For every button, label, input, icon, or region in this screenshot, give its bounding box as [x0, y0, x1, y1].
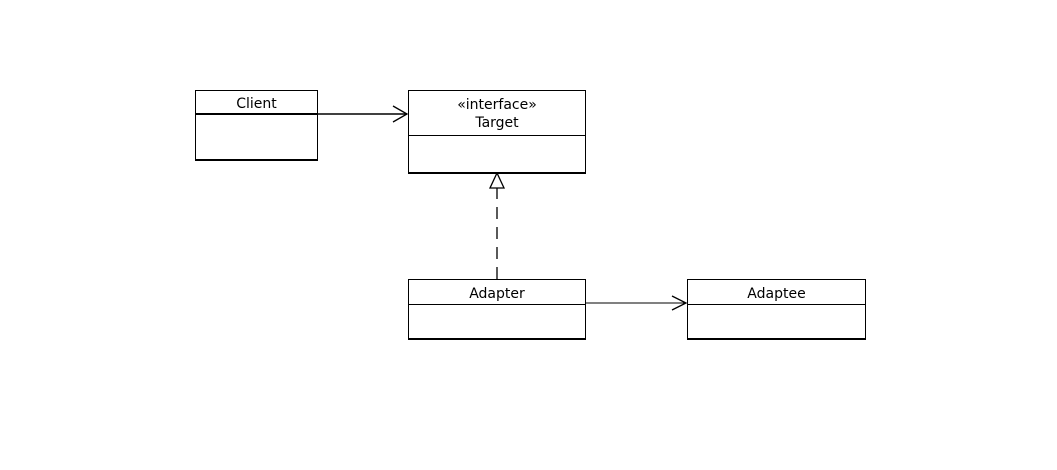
- class-adaptee-name: Adaptee: [747, 286, 806, 302]
- class-target-name: Target: [475, 115, 519, 131]
- class-adaptee: Adaptee: [687, 279, 866, 340]
- open-arrowhead: [671, 295, 688, 311]
- class-target: «interface» Target: [408, 90, 586, 174]
- client-target-association: [318, 105, 409, 123]
- class-adapter-name: Adapter: [469, 286, 525, 302]
- class-adapter: Adapter: [408, 279, 586, 340]
- open-arrowhead: [392, 105, 409, 123]
- class-target-header: «interface» Target: [409, 91, 585, 136]
- class-client-header: Client: [196, 91, 317, 115]
- adapter-target-realization: [488, 171, 506, 279]
- class-target-stereotype: «interface»: [457, 97, 537, 113]
- class-adaptee-header: Adaptee: [688, 280, 865, 305]
- hollow-triangle-arrowhead: [488, 171, 506, 189]
- class-client: Client: [195, 90, 318, 161]
- adapter-adaptee-association: [586, 295, 688, 311]
- class-adapter-header: Adapter: [409, 280, 585, 305]
- class-client-name: Client: [236, 96, 277, 112]
